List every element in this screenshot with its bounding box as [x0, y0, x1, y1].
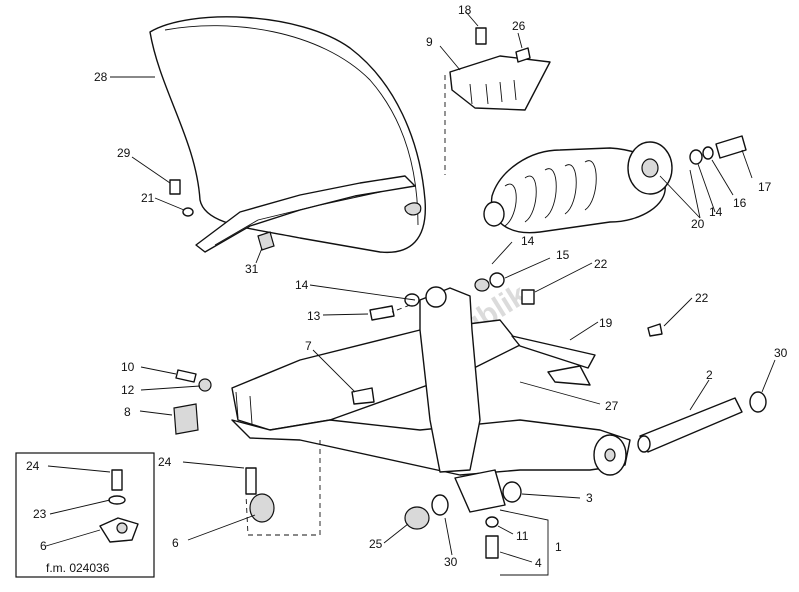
callout-8: 8 [124, 405, 131, 419]
callout-31: 31 [245, 262, 259, 276]
rear-mudguard [149, 16, 426, 254]
callout-4: 4 [535, 556, 542, 570]
axle [637, 397, 743, 453]
callout-6: 6 [172, 536, 179, 550]
callout-7: 7 [305, 339, 312, 353]
mounting-bracket [511, 335, 596, 386]
callout-18: 18 [458, 3, 472, 17]
callout-21: 21 [141, 191, 155, 205]
callout-3: 3 [586, 491, 593, 505]
callout-10: 10 [121, 360, 135, 374]
inset-code: f.m. 024036 [46, 561, 110, 575]
callout-20: 20 [691, 217, 705, 231]
hardware [169, 27, 767, 559]
callout-19: 19 [599, 316, 613, 330]
centreline-3 [391, 304, 411, 313]
callout-24: 24 [26, 459, 40, 473]
inset-detail: f.m. 024036 [15, 452, 155, 578]
callout-25: 25 [369, 537, 383, 551]
chain-guard [449, 55, 551, 111]
callout-17: 17 [758, 180, 772, 194]
callout-14: 14 [521, 234, 535, 248]
swingarm [231, 287, 631, 513]
callout-24: 24 [158, 455, 172, 469]
callout-labels: 18 26 9 28 29 21 31 17 16 14 20 14 15 22… [26, 3, 788, 570]
shock-absorber [483, 141, 673, 234]
callout-30: 30 [444, 555, 458, 569]
callout-15: 15 [556, 248, 570, 262]
callout-14: 14 [295, 278, 309, 292]
callout-16: 16 [733, 196, 747, 210]
callout-9: 9 [426, 35, 433, 49]
callout-22: 22 [594, 257, 608, 271]
centreline-1 [245, 440, 321, 536]
leader-lines [110, 11, 776, 576]
callout-23: 23 [33, 507, 47, 521]
callout-13: 13 [307, 309, 321, 323]
callout-22: 22 [695, 291, 709, 305]
callout-12: 12 [121, 383, 135, 397]
callout-28: 28 [94, 70, 108, 84]
callout-6: 6 [40, 539, 47, 553]
callout-1: 1 [555, 540, 562, 554]
callout-26: 26 [512, 19, 526, 33]
callout-2: 2 [706, 368, 713, 382]
callout-11: 11 [516, 529, 529, 543]
callout-30: 30 [774, 346, 788, 360]
callout-14: 14 [709, 205, 723, 219]
callout-29: 29 [117, 146, 131, 160]
callout-27: 27 [605, 399, 619, 413]
